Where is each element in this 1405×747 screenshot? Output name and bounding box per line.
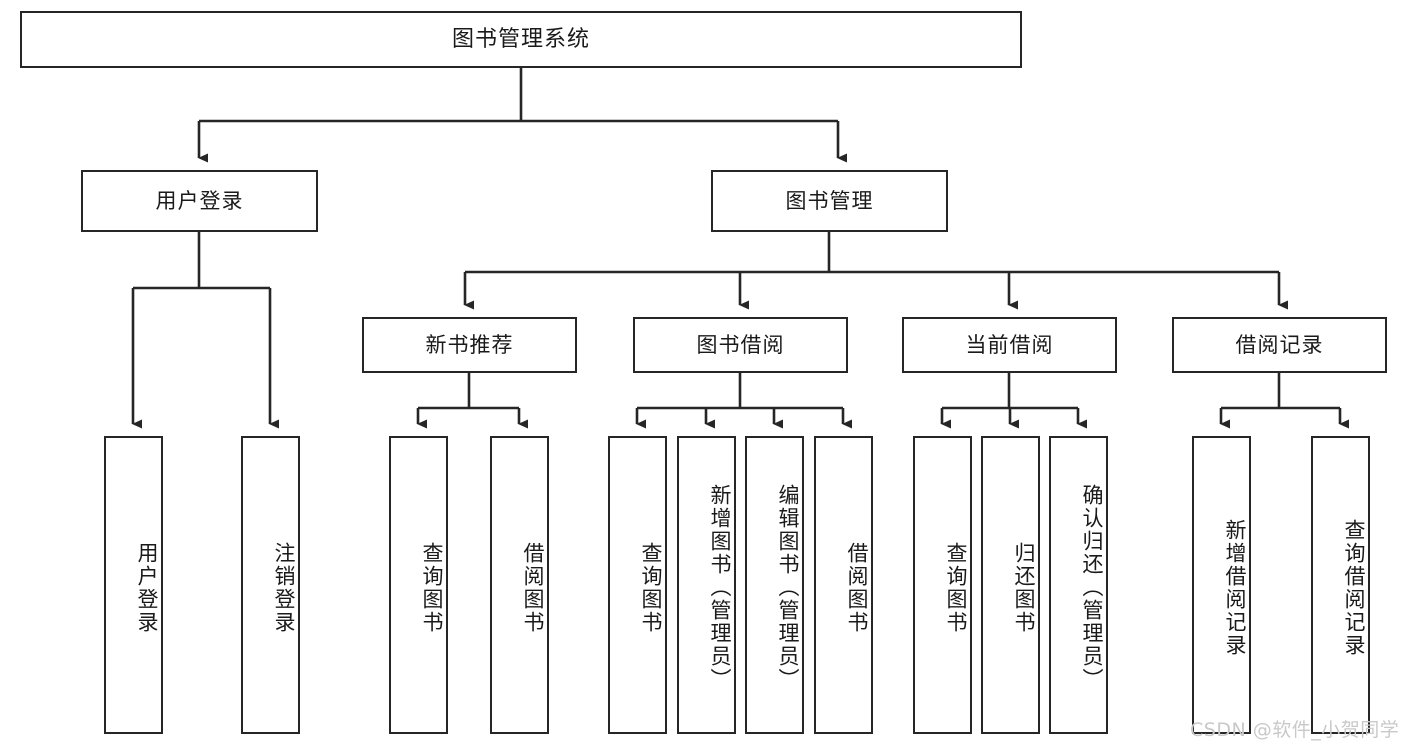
node-new-book-recommend[interactable]: 新书推荐 <box>362 317 577 373</box>
node-label: 用户登录 <box>155 188 244 213</box>
node-label: 确认归还（管理员） <box>1080 483 1104 691</box>
node-label: 新书推荐 <box>425 332 514 357</box>
node-borrow-record[interactable]: 借阅记录 <box>1172 317 1387 373</box>
node-label: 注销登录 <box>272 542 296 634</box>
leaf-borrow-record-add-record[interactable]: 新增借阅记录 <box>1192 436 1251 734</box>
csdn-watermark: CSDN @软件_小贺同学 <box>1190 715 1399 742</box>
node-label: 新增图书（管理员） <box>708 483 732 691</box>
leaf-current-borrow-return-book[interactable]: 归还图书 <box>981 436 1040 734</box>
node-label: 查询图书 <box>944 542 968 634</box>
node-label: 编辑图书（管理员） <box>776 483 800 691</box>
node-label: 图书管理 <box>785 188 874 213</box>
leaf-new-book-query-book[interactable]: 查询图书 <box>389 436 448 734</box>
leaf-borrow-record-query-record[interactable]: 查询借阅记录 <box>1311 436 1370 734</box>
leaf-user-login-login[interactable]: 用户登录 <box>104 436 163 734</box>
node-label: 归还图书 <box>1012 542 1036 634</box>
node-label: 当前借阅 <box>965 332 1054 357</box>
leaf-current-borrow-query-book[interactable]: 查询图书 <box>913 436 972 734</box>
node-label: 借阅图书 <box>845 542 869 634</box>
node-label: 图书借阅 <box>696 332 785 357</box>
node-book-borrow[interactable]: 图书借阅 <box>633 317 848 373</box>
leaf-book-borrow-edit-book-admin[interactable]: 编辑图书（管理员） <box>745 436 804 734</box>
watermark-text: CSDN @软件_小贺同学 <box>1190 719 1400 741</box>
node-label: 查询借阅记录 <box>1342 519 1366 657</box>
node-label: 查询图书 <box>420 542 444 634</box>
leaf-book-borrow-query-book[interactable]: 查询图书 <box>608 436 667 734</box>
node-book-management[interactable]: 图书管理 <box>711 170 948 232</box>
node-label: 借阅图书 <box>521 542 545 634</box>
leaf-book-borrow-borrow-book[interactable]: 借阅图书 <box>814 436 873 734</box>
node-user-login[interactable]: 用户登录 <box>81 170 318 232</box>
leaf-new-book-borrow-book[interactable]: 借阅图书 <box>490 436 549 734</box>
node-current-borrow[interactable]: 当前借阅 <box>902 317 1117 373</box>
node-label: 用户登录 <box>135 542 159 634</box>
node-label: 图书管理系统 <box>451 26 590 52</box>
leaf-book-borrow-add-book-admin[interactable]: 新增图书（管理员） <box>677 436 736 734</box>
node-label: 查询图书 <box>639 542 663 634</box>
node-label: 借阅记录 <box>1235 332 1324 357</box>
leaf-current-borrow-confirm-return-admin[interactable]: 确认归还（管理员） <box>1049 436 1108 734</box>
node-root-book-management-system[interactable]: 图书管理系统 <box>20 11 1022 68</box>
node-label: 新增借阅记录 <box>1223 519 1247 657</box>
leaf-user-login-logout[interactable]: 注销登录 <box>241 436 300 734</box>
